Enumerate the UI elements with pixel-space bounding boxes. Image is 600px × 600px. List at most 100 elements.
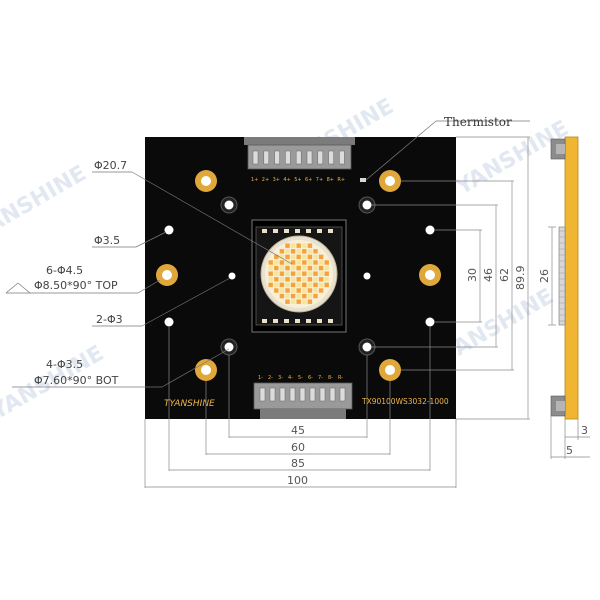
led-die xyxy=(302,265,307,271)
led-die xyxy=(290,249,296,254)
dim-85: 85 xyxy=(291,457,305,470)
led-die xyxy=(285,299,290,304)
pin-label-bottom: 7- xyxy=(318,375,323,381)
holes-2-label: 2-Φ3 xyxy=(96,313,123,326)
watermark-1: YANSHINE xyxy=(0,161,91,246)
led-die xyxy=(302,260,307,265)
led-die xyxy=(290,254,296,260)
led-die xyxy=(285,282,290,288)
led-die xyxy=(279,277,285,282)
led-die xyxy=(290,265,296,271)
led-die xyxy=(279,282,285,288)
led-die xyxy=(313,265,318,271)
led-diameter-label: Φ20.7 xyxy=(94,159,127,172)
hole-3-5-label: Φ3.5 xyxy=(94,234,120,247)
pin-label-bottom: 8- xyxy=(328,375,333,381)
led-die xyxy=(290,282,296,288)
led-pin xyxy=(284,319,289,323)
connector-pin xyxy=(299,387,306,402)
pin-label-bottom: 1- xyxy=(258,375,263,381)
pin-label-top: 6+ xyxy=(305,177,312,183)
holes-bot-count-label: 4-Φ3.5 xyxy=(46,358,83,371)
extension-lines-h xyxy=(144,326,457,488)
side-board xyxy=(564,136,579,420)
led-die xyxy=(268,265,273,271)
led-die xyxy=(302,249,307,254)
led-die xyxy=(313,277,318,282)
led-die xyxy=(274,277,279,282)
connector-pin xyxy=(259,387,266,402)
led-die xyxy=(290,277,296,282)
led-die xyxy=(279,271,285,276)
led-die xyxy=(285,243,290,248)
pin-label-top: 4+ xyxy=(283,177,290,183)
dim-89-9: 89.9 xyxy=(514,266,527,291)
led-die xyxy=(324,282,329,288)
led-die xyxy=(302,299,307,304)
led-die xyxy=(268,282,273,288)
led-die xyxy=(279,265,285,271)
led-die xyxy=(279,249,285,254)
csk-holes xyxy=(220,196,376,356)
thermistor-label: Thermistor xyxy=(444,115,512,129)
connector-pin xyxy=(252,150,259,165)
callout-leaders xyxy=(5,120,530,388)
pin-label-top: 8+ xyxy=(327,177,334,183)
pin-label-bottom: 4- xyxy=(288,375,293,381)
pad-top-right xyxy=(379,170,401,192)
led-die xyxy=(302,271,307,276)
dim-5: 5 xyxy=(566,444,573,457)
led-die xyxy=(285,254,290,260)
led-die xyxy=(296,254,301,260)
dim-100: 100 xyxy=(287,474,308,487)
pin-label-bottom: 6- xyxy=(308,375,313,381)
plain-holes xyxy=(164,225,435,327)
connector-pin xyxy=(279,387,286,402)
led-die xyxy=(313,288,318,293)
led-die xyxy=(274,260,279,265)
connector-pin xyxy=(306,150,313,165)
led-die xyxy=(296,293,301,299)
dim-45: 45 xyxy=(291,424,305,437)
pad-mid-right xyxy=(419,264,441,286)
led-die xyxy=(296,277,301,282)
led-die xyxy=(290,260,296,265)
led-die xyxy=(313,254,318,260)
led-die xyxy=(296,260,301,265)
led-pin xyxy=(284,229,289,233)
side-view xyxy=(548,136,590,459)
led-die xyxy=(324,271,329,276)
led-die xyxy=(318,288,324,293)
led-pin xyxy=(317,319,322,323)
led-die xyxy=(302,288,307,293)
led-die xyxy=(307,265,313,271)
dim-62: 62 xyxy=(498,268,511,282)
led-die xyxy=(307,260,313,265)
led-die xyxy=(313,271,318,276)
led-die xyxy=(307,282,313,288)
led-die xyxy=(290,243,296,248)
dim-3: 3 xyxy=(581,424,588,437)
thermistor-component xyxy=(360,178,366,182)
led-pin xyxy=(328,229,333,233)
led-die xyxy=(318,260,324,265)
led-die xyxy=(285,277,290,282)
pad-bottom-left xyxy=(195,359,217,381)
connector-pin xyxy=(339,150,345,165)
led-die xyxy=(274,282,279,288)
led-die xyxy=(285,288,290,293)
led-die xyxy=(296,243,301,248)
led-die xyxy=(313,260,318,265)
led-die xyxy=(302,293,307,299)
connector-pin xyxy=(285,150,291,165)
led-die xyxy=(285,265,290,271)
led-pin xyxy=(328,319,333,323)
led-die xyxy=(318,282,324,288)
dim-30: 30 xyxy=(466,268,479,282)
holes-top-count-label: 6-Φ4.5 xyxy=(46,264,83,277)
led-pin xyxy=(273,319,278,323)
extension-lines-v xyxy=(371,136,530,420)
connector-pin xyxy=(339,387,346,402)
led-package xyxy=(251,219,347,333)
